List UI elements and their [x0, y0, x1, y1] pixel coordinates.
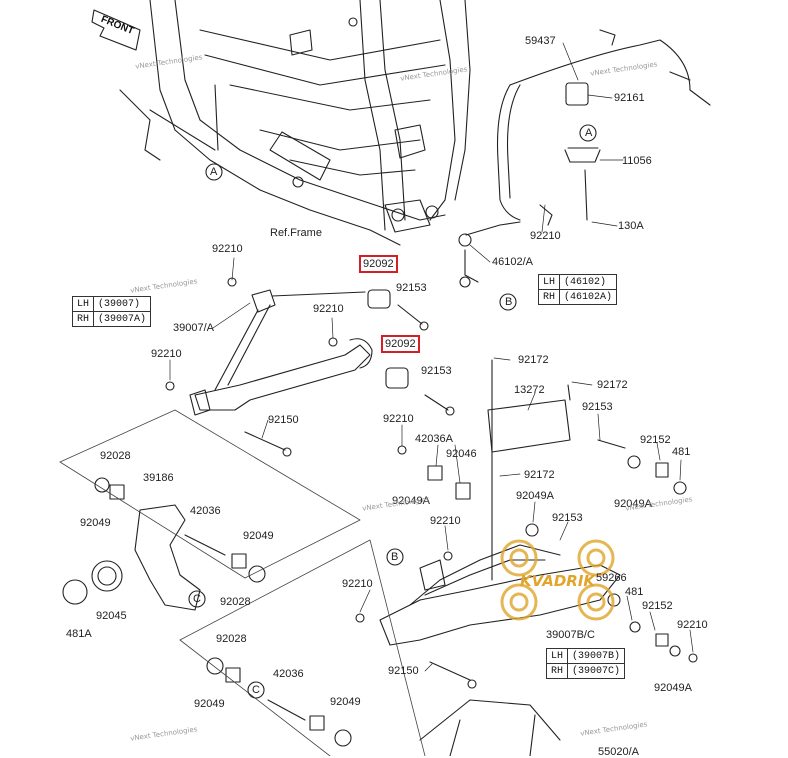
table-46102: LH(46102) RH(46102A) [537, 274, 618, 305]
part-label: 481A [66, 628, 92, 640]
logo-text: KVADRIK [520, 572, 596, 590]
table-cell: RH [537, 289, 561, 305]
table-cell: (39007A) [93, 311, 152, 327]
part-label: 92028 [100, 450, 131, 462]
table-cell: (46102) [559, 274, 618, 290]
table-cell: RH [545, 663, 569, 679]
table-cell: RH [71, 311, 95, 327]
part-label: A [210, 166, 218, 178]
part-label: 42036 [190, 505, 221, 517]
part-label: 92210 [430, 515, 461, 527]
part-label: C [193, 593, 201, 605]
leader-lines [169, 42, 694, 672]
part-label: 481 [625, 586, 644, 598]
part-label: 92049 [330, 696, 361, 708]
table-cell: (46102A) [559, 289, 618, 305]
part-label: 92210 [313, 303, 344, 315]
part-label: 13272 [514, 384, 545, 396]
part-label: 92049 [80, 517, 111, 529]
stabilizer-bar [458, 29, 711, 288]
table-39007: LH(39007) RH(39007A) [71, 296, 152, 327]
part-label: 92210 [342, 578, 373, 590]
part-label: 39007/A [173, 322, 214, 334]
table-cell: (39007B) [567, 648, 626, 664]
part-label: A [585, 127, 593, 139]
part-label: 92161 [614, 92, 645, 104]
upper-a-arm [165, 277, 455, 457]
part-label: 92172 [524, 469, 555, 481]
kvadrik-logo [500, 539, 615, 621]
part-label: 92049 [243, 530, 274, 542]
part-label: 92153 [582, 401, 613, 413]
part-label: 92153 [421, 365, 452, 377]
frame-assembly [119, 0, 471, 246]
part-label: 46102/A [492, 256, 533, 268]
part-label: 92049A [516, 490, 554, 502]
highlighted-part-92092-upper: 92092 [359, 255, 398, 273]
part-label: 42036 [273, 668, 304, 680]
part-label: 92028 [216, 633, 247, 645]
part-label: 92153 [396, 282, 427, 294]
part-label: 55020/A [598, 746, 639, 758]
part-label: 92028 [220, 596, 251, 608]
part-label: 481 [672, 446, 691, 458]
callout-circles [188, 124, 597, 699]
part-label: 39186 [143, 472, 174, 484]
part-label: 92210 [530, 230, 561, 242]
table-cell: LH [537, 274, 561, 290]
part-label: 92046 [446, 448, 477, 460]
table-cell: LH [545, 648, 569, 664]
part-label: C [252, 684, 260, 696]
knuckle-assembly [62, 477, 352, 747]
highlighted-part-92092-lower: 92092 [381, 335, 420, 353]
part-label: 59437 [525, 35, 556, 47]
part-label: 39007B/C [546, 629, 595, 641]
part-label: 92172 [597, 379, 628, 391]
part-label: 92172 [518, 354, 549, 366]
part-label: 92045 [96, 610, 127, 622]
part-label: 92153 [552, 512, 583, 524]
part-label: 92210 [212, 243, 243, 255]
part-label: 11056 [622, 155, 652, 167]
part-label: 42036A [415, 433, 453, 445]
part-label: 130A [618, 220, 644, 232]
table-cell: LH [71, 296, 95, 312]
part-label: 92210 [151, 348, 182, 360]
part-label: 92049 [194, 698, 225, 710]
part-label: 92152 [642, 600, 673, 612]
part-label: 59266 [596, 572, 627, 584]
ref-frame-label: Ref.Frame [270, 227, 322, 239]
part-label: B [505, 296, 513, 308]
part-label: 92150 [388, 665, 419, 677]
part-label: 92049A [654, 682, 692, 694]
part-label: 92210 [677, 619, 708, 631]
front-arrow-shape [91, 9, 141, 51]
part-label: 92049A [392, 495, 430, 507]
part-label: 92049A [614, 498, 652, 510]
part-label: B [391, 551, 399, 563]
part-label: 92210 [383, 413, 414, 425]
table-cell: (39007C) [567, 663, 626, 679]
part-label: 92152 [640, 434, 671, 446]
table-cell: (39007) [93, 296, 152, 312]
table-39007BC: LH(39007B) RH(39007C) [545, 648, 626, 679]
part-label: 92150 [268, 414, 299, 426]
